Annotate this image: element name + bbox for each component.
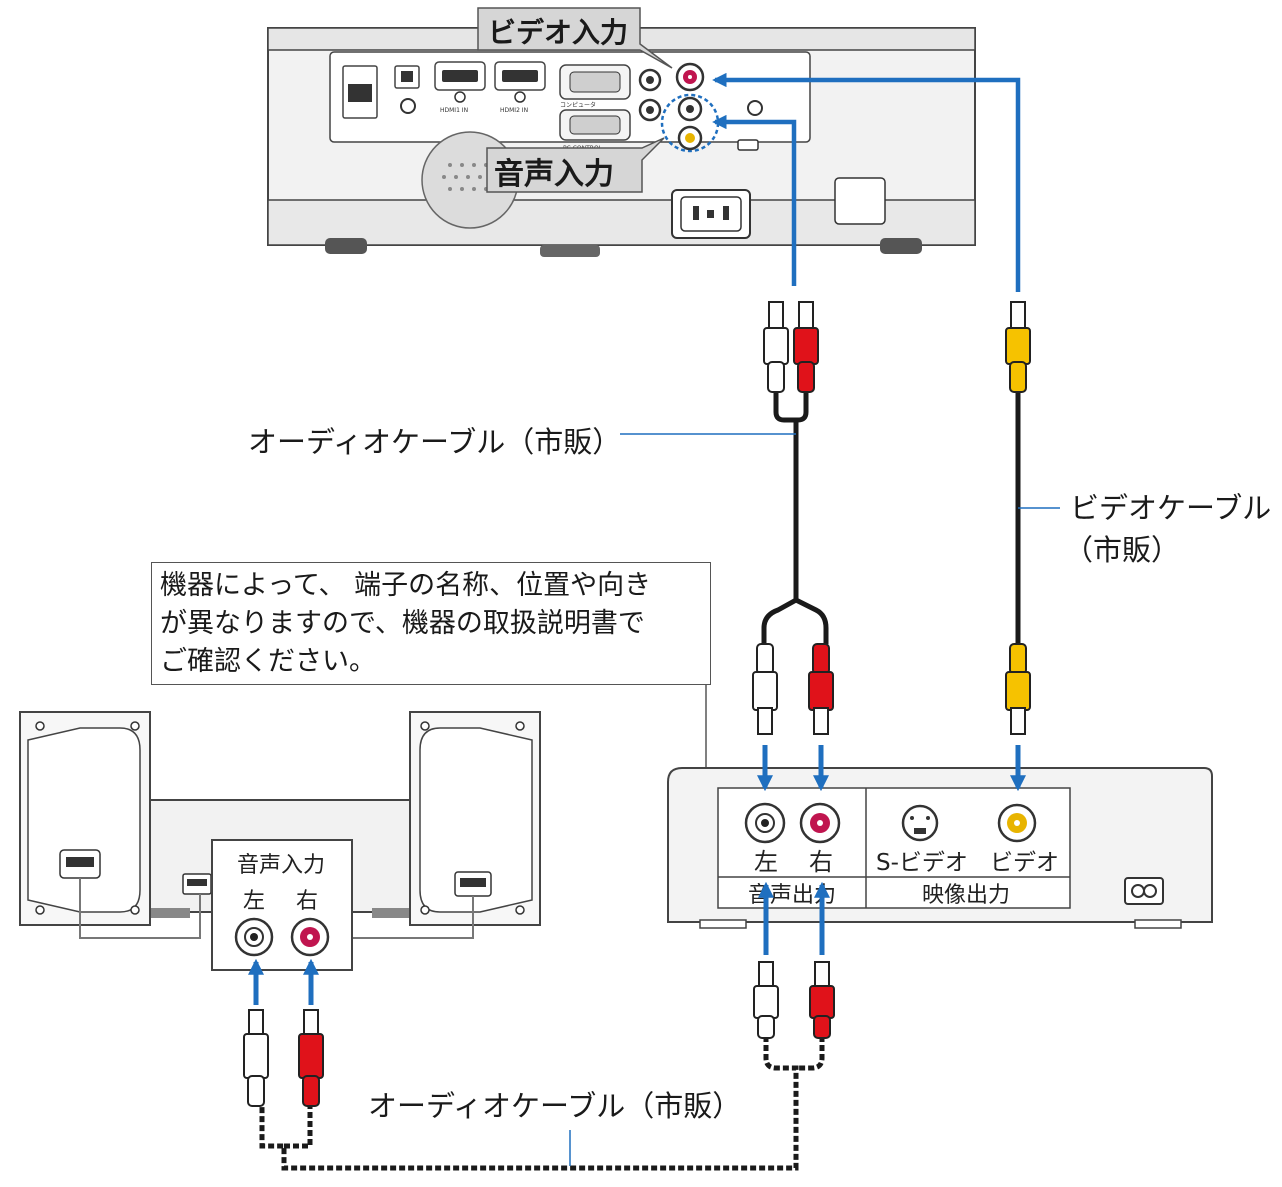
plug-yellow-top [1010, 301, 1026, 331]
projector-arrows [712, 72, 1021, 292]
video-input-label: ビデオ入力 [488, 16, 628, 49]
computer-label: コンピュータ [560, 101, 596, 109]
plug-red-player [814, 961, 830, 989]
audio-input-label: 音声入力 [494, 157, 614, 192]
player-arrows [756, 745, 1027, 792]
video-cable-label-line2: （市販） [1064, 533, 1180, 567]
plug-white-speaker [248, 1009, 264, 1037]
speaker-system: 音声入力 左 右 [19, 711, 541, 971]
plug-red-mid [812, 643, 830, 675]
speaker-right-label: 右 [296, 889, 318, 914]
video-input-callout [477, 7, 673, 69]
speaker-input-panel [211, 839, 353, 971]
plug-red-top [798, 301, 814, 331]
projector: HDMI1 IN HDMI2 IN コンピュータ PC CONTROL [267, 7, 976, 257]
plug-white-top [768, 301, 784, 331]
audio-cable-bottom: オーディオケーブル（市販） [243, 961, 835, 1171]
plug-white-player [758, 961, 774, 989]
s-video-label: S-ビデオ [876, 850, 968, 876]
audio-input-callout [486, 137, 665, 193]
plug-yellow-bottom [1009, 643, 1027, 675]
video-player: 左 右 S-ビデオ ビデオ 音声出力 映像出力 [667, 767, 1213, 929]
audio-cable-top [752, 301, 834, 735]
audio-cable-top-label: オーディオケーブル（市販） [248, 425, 621, 459]
speaker-left-label: 左 [243, 889, 265, 914]
audio-arrow-to-projector [712, 114, 797, 286]
upward-arrows [247, 881, 831, 1005]
plug-white-mid [756, 643, 774, 675]
video-cable [1005, 301, 1031, 735]
note-line3: ご確認ください。 [160, 646, 376, 677]
player-right-label: 右 [809, 848, 833, 876]
video-arrow-to-projector [712, 72, 1021, 292]
note-line1: 機器によって、 端子の名称、位置や向き [160, 570, 652, 601]
video-out-label: 映像出力 [922, 883, 1010, 908]
video-cable-label-line1: ビデオケーブル [1070, 491, 1271, 525]
hdmi1-label: HDMI1 IN [440, 107, 468, 114]
hdmi2-label: HDMI2 IN [500, 107, 528, 114]
player-left-label: 左 [754, 848, 778, 876]
note-callout: 機器によって、 端子の名称、位置や向き が異なりますので、機器の取扱説明書で ご… [151, 562, 711, 685]
cable-labels: オーディオケーブル（市販） ビデオケーブル （市販） [248, 425, 1271, 567]
speaker-panel-title: 音声入力 [237, 853, 325, 878]
audio-cable-bottom-label: オーディオケーブル（市販） [368, 1089, 741, 1123]
plug-red-speaker [303, 1009, 319, 1037]
s-video-jack [901, 804, 939, 842]
note-line2: が異なりますので、機器の取扱説明書で [160, 608, 645, 639]
video-label: ビデオ [990, 850, 1059, 876]
